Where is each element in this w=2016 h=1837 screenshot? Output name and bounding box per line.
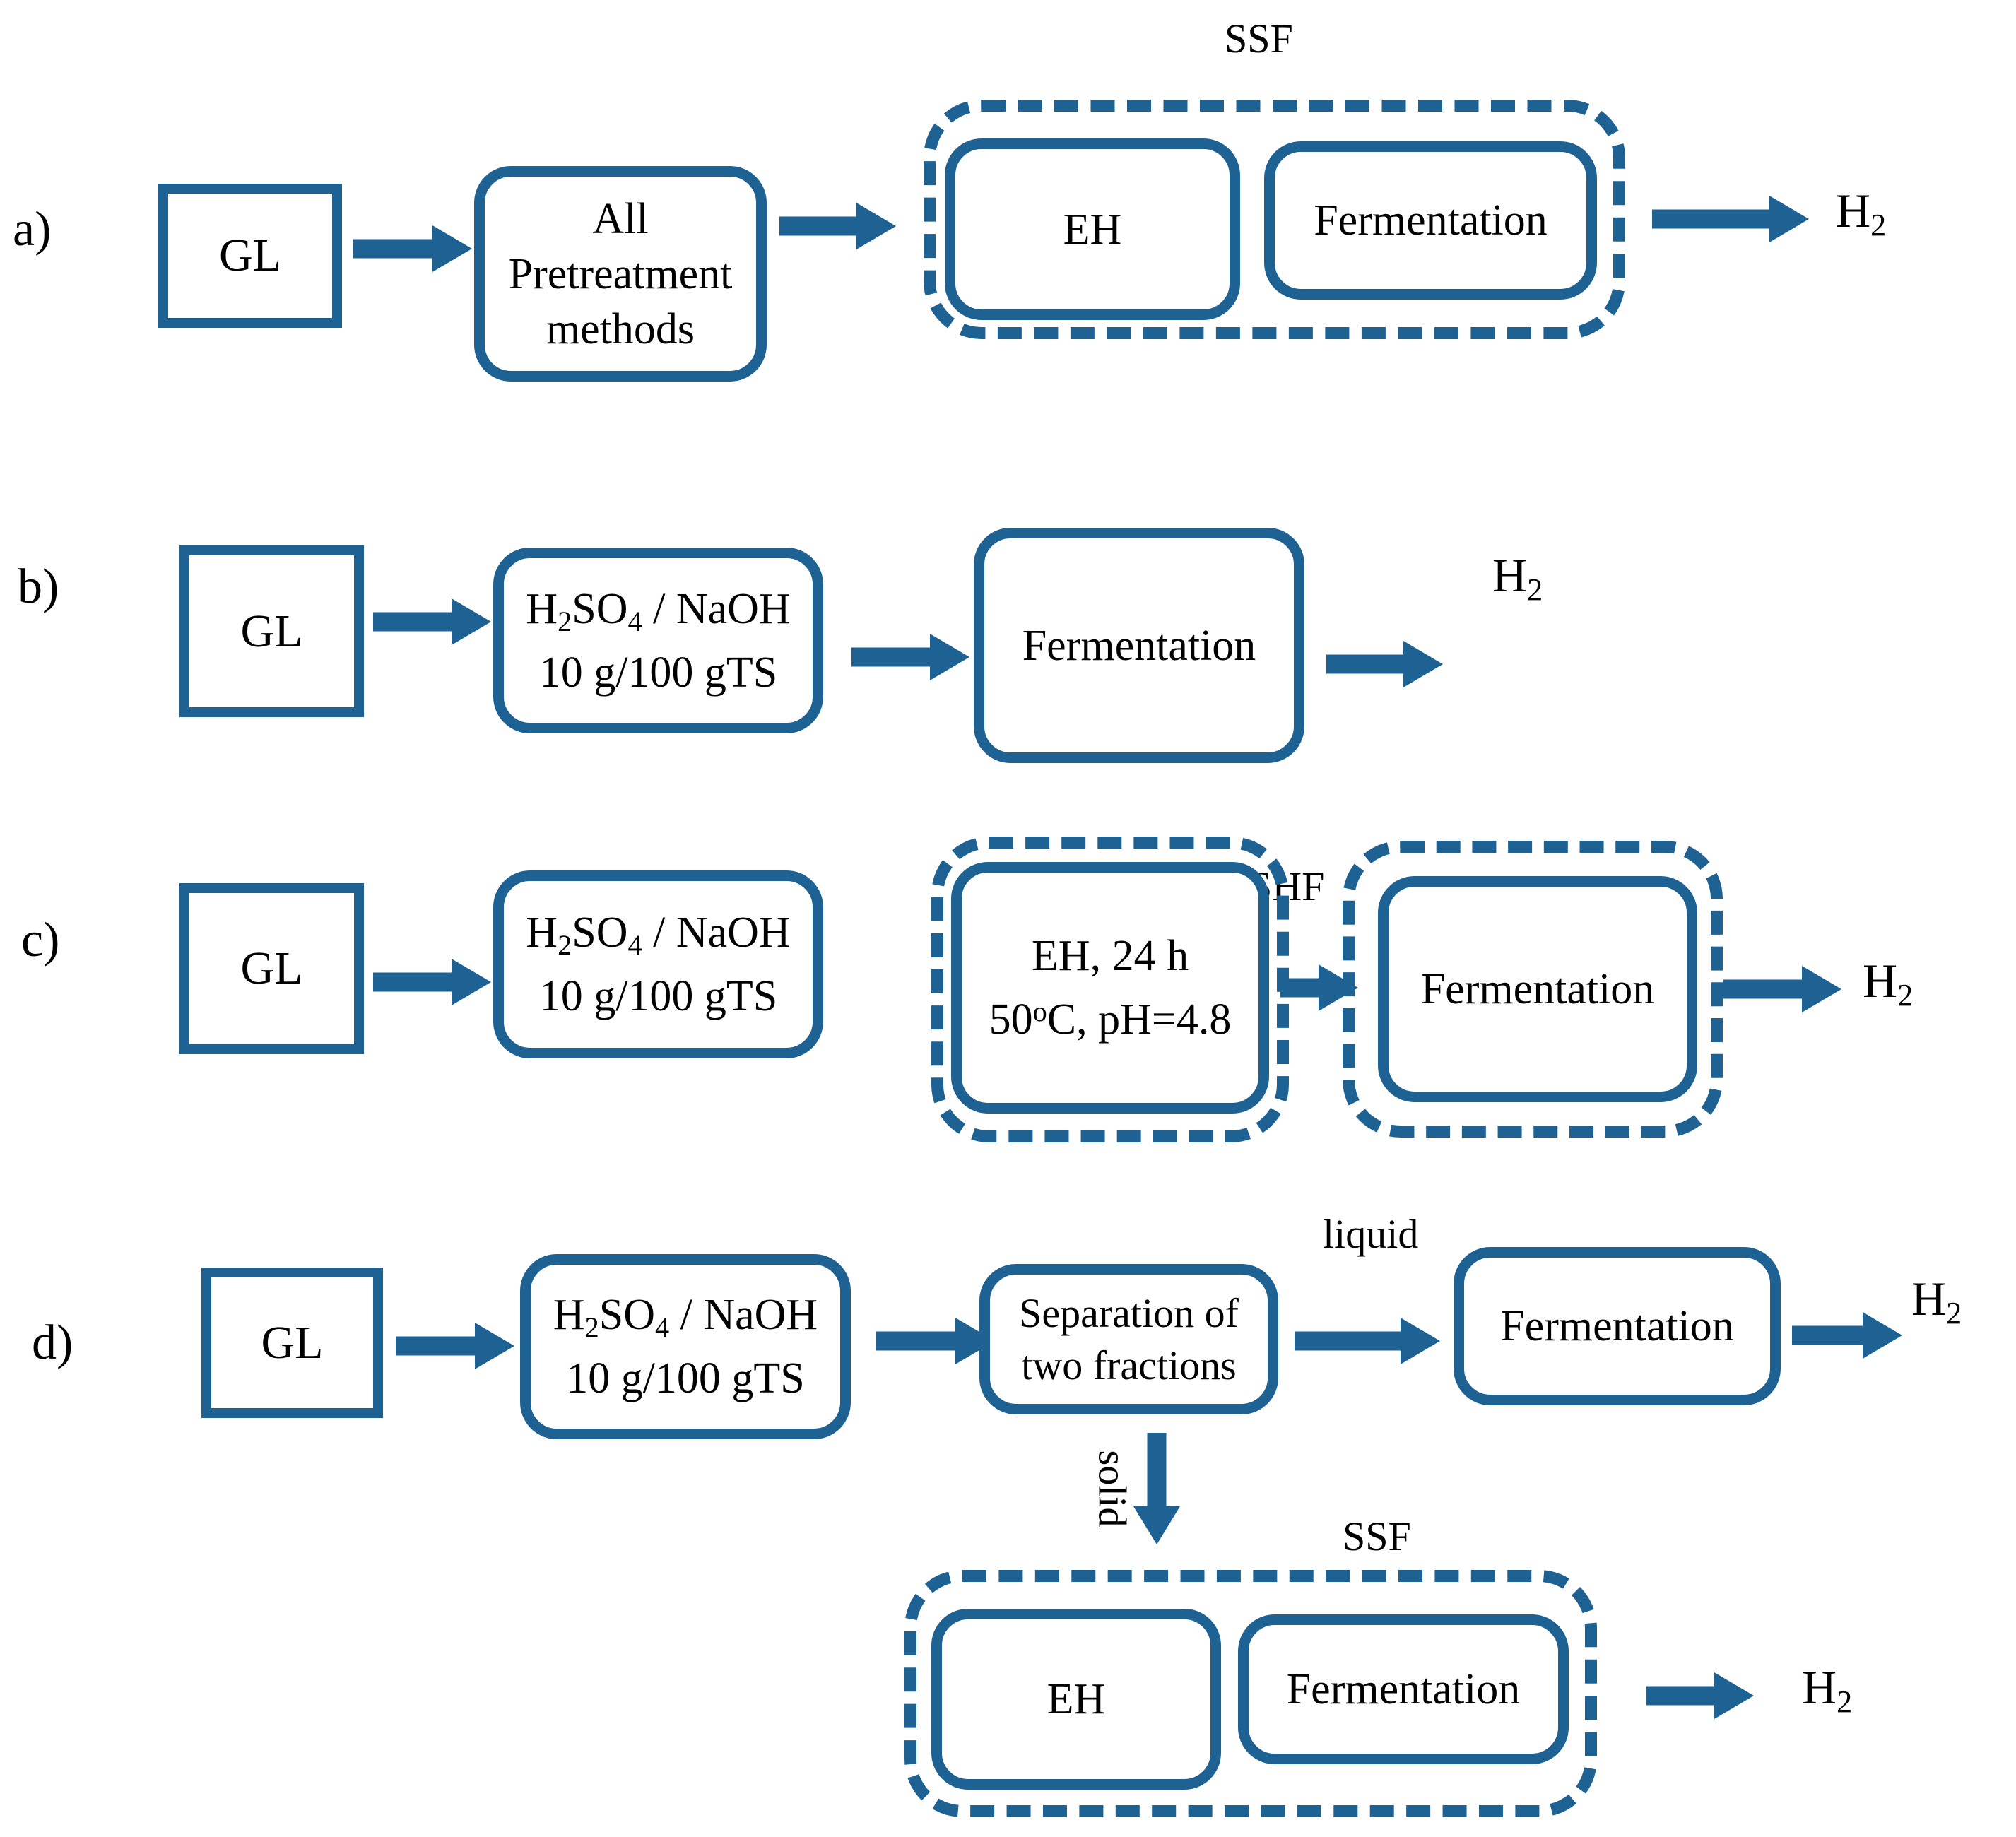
row-c-gl-box: GL <box>179 883 364 1054</box>
row-d-arrow-2-icon <box>876 1317 995 1365</box>
row-d-fermentation-box: Fermentation <box>1454 1247 1781 1405</box>
row-b-chemical-line1: H2SO4 / NaOH <box>526 584 791 637</box>
row-b-label: b) <box>18 560 59 614</box>
row-b-arrow-2-icon <box>851 633 969 681</box>
row-b-arrow-1-icon <box>373 598 491 646</box>
row-a-pretreatment-line3: methods <box>546 305 695 353</box>
row-d-chemical-box: H2SO4 / NaOH 10 g/100 gTS <box>520 1254 851 1439</box>
row-d-gl-box: GL <box>201 1268 383 1418</box>
row-b-chemical-line2: 10 g/100 gTS <box>538 648 778 697</box>
row-d-separation-line2: two fractions <box>1021 1342 1237 1388</box>
row-d-liquid-label: liquid <box>1323 1211 1419 1257</box>
row-a-arrow-3-icon <box>1652 195 1809 243</box>
row-c-chemical-box: H2SO4 / NaOH 10 g/100 gTS <box>493 870 823 1058</box>
row-b-gl-box: GL <box>179 545 364 717</box>
row-c-eh-box: EH, 24 h 50oC, pH=4.8 <box>951 862 1269 1114</box>
row-d-label: d) <box>32 1316 73 1370</box>
row-c-shf-container-2 <box>1343 841 1723 1138</box>
row-b-arrow-3-icon <box>1326 640 1443 688</box>
row-c-eh-line1: EH, 24 h <box>1031 932 1189 980</box>
row-a-h2-label: H2 <box>1836 184 1887 243</box>
row-d-separation-line1: Separation of <box>1019 1289 1239 1336</box>
row-c-chemical-line2: 10 g/100 gTS <box>538 972 778 1020</box>
row-b-fermentation-box: Fermentation <box>974 528 1304 763</box>
row-c-fermentation-box: Fermentation <box>1378 876 1697 1102</box>
row-d-h2-label: H2 <box>1911 1272 1962 1331</box>
row-b-chemical-box: H2SO4 / NaOH 10 g/100 gTS <box>493 548 823 733</box>
row-a-pretreatment-line2: Pretreatment <box>508 249 733 298</box>
row-a-eh-box: EH <box>945 138 1240 320</box>
row-a-arrow-1-icon <box>353 225 472 273</box>
row-d-eh-box: EH <box>931 1609 1221 1790</box>
row-a-ssf-container <box>924 100 1625 339</box>
row-c-chemical-line1: H2SO4 / NaOH <box>526 909 791 962</box>
row-c-arrow-1-icon <box>373 958 491 1006</box>
row-d-arrow-5-icon <box>1646 1672 1754 1720</box>
row-d-ssf-label: SSF <box>1343 1513 1411 1559</box>
row-d-chemical-line2: 10 g/100 gTS <box>566 1354 805 1402</box>
row-c-h2-label: H2 <box>1863 954 1914 1013</box>
row-a-gl-box: GL <box>158 184 342 328</box>
row-a-pretreatment-line1: All <box>592 194 649 243</box>
row-d-fermentation2-box: Fermentation <box>1238 1614 1569 1764</box>
row-d-solid-label-text: solid <box>1089 1450 1133 1528</box>
row-d-arrow-1-icon <box>396 1322 514 1370</box>
row-d-arrow-3-icon <box>1295 1317 1440 1365</box>
row-c-arrow-3-icon <box>1723 965 1841 1013</box>
row-a-pretreatment-box: All Pretreatment methods <box>474 166 767 382</box>
row-a-ssf-label: SSF <box>1225 16 1293 61</box>
row-d-ssf-container <box>904 1570 1597 1817</box>
row-d-solid-arrow-down-icon <box>1133 1433 1181 1544</box>
row-d-separation-box: Separation of two fractions <box>979 1264 1278 1414</box>
row-d-chemical-line1: H2SO4 / NaOH <box>553 1291 818 1344</box>
row-d-h2b-label: H2 <box>1802 1660 1853 1720</box>
row-c-eh-line2: 50oC, pH=4.8 <box>989 995 1232 1044</box>
row-c-label: c) <box>21 913 60 967</box>
row-a-arrow-2-icon <box>779 202 896 250</box>
row-c-shf-container-1 <box>931 837 1289 1142</box>
row-a-label: a) <box>13 202 52 256</box>
row-a-fermentation-box: Fermentation <box>1264 141 1597 300</box>
row-b-h2-label: H2 <box>1492 548 1543 608</box>
row-d-arrow-4-icon <box>1792 1311 1902 1359</box>
